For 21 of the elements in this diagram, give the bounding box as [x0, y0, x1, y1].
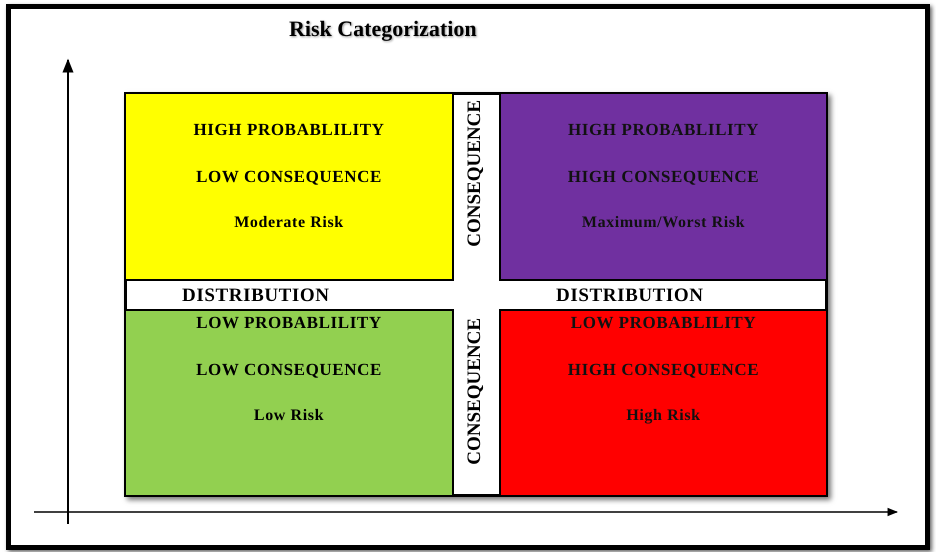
vertical-axis-label: CONSEQUENCE — [464, 100, 486, 247]
risk-quadrant — [499, 92, 828, 281]
quadrant-heading: LOW CONSEQUENCE — [196, 166, 382, 188]
quadrant-heading: HIGH CONSEQUENCE — [568, 360, 760, 380]
title: Risk Categorization — [289, 16, 477, 42]
risk-quadrant — [124, 92, 454, 281]
quadrant-heading: HIGH PROBABLILITY — [568, 120, 760, 141]
quadrant-heading: LOW PROBABLILITY — [570, 313, 756, 334]
risk-level: Low Risk — [254, 406, 324, 426]
quadrant-heading: HIGH CONSEQUENCE — [568, 166, 760, 188]
band-label: DISTRIBUTION — [556, 285, 704, 307]
risk-level: High Risk — [626, 406, 701, 426]
risk-level: Maximum/Worst Risk — [582, 213, 746, 233]
risk-level: Moderate Risk — [234, 213, 344, 233]
risk-quadrant — [499, 309, 828, 497]
quadrant-heading: LOW PROBABLILITY — [196, 313, 382, 334]
risk-quadrant — [124, 309, 454, 497]
band-label: DISTRIBUTION — [182, 285, 330, 307]
quadrant-heading: HIGH PROBABLILITY — [193, 120, 385, 141]
vertical-axis-label: CONSEQUENCE — [464, 318, 486, 465]
quadrant-heading: LOW CONSEQUENCE — [196, 360, 382, 380]
